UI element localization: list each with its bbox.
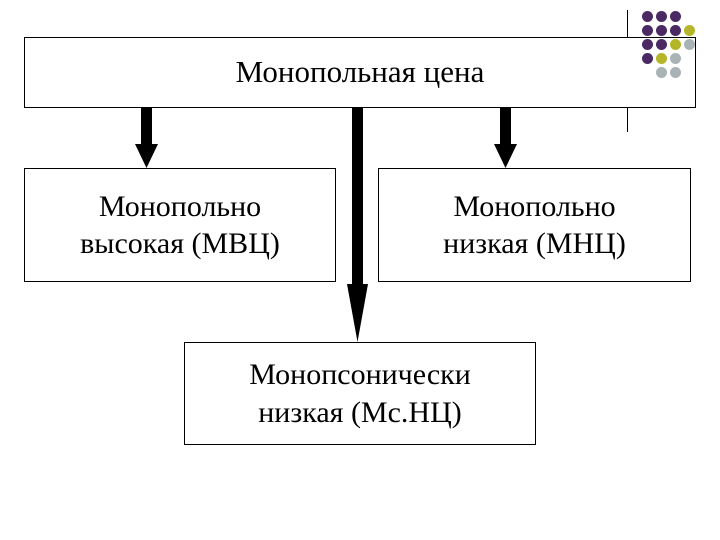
box-monopoly-high-price-label: Монопольно высокая (МВЦ): [80, 189, 280, 261]
decorative-dot: [656, 11, 667, 22]
box-monopoly-price-label: Монопольная цена: [235, 54, 485, 90]
decorative-dot: [642, 53, 653, 64]
decorative-dot: [670, 39, 681, 50]
decorative-dot: [642, 11, 653, 22]
decorative-dot: [656, 67, 667, 78]
decorative-dot: [670, 11, 681, 22]
decorative-dot: [656, 53, 667, 64]
decorative-dot: [656, 25, 667, 36]
arrow-to-right-box: [494, 108, 517, 168]
box-monopoly-high-price: Монопольно высокая (МВЦ): [24, 168, 336, 282]
box-monopoly-low-price-label: Монопольно низкая (МНЦ): [443, 189, 626, 261]
decorative-dot: [642, 25, 653, 36]
box-monopsony-low-price-label: Монопсонически низкая (Мс.НЦ): [249, 358, 471, 429]
arrow-to-bottom-box: [347, 104, 368, 342]
box-monopsony-low-price: Монопсонически низкая (Мс.НЦ): [184, 342, 536, 445]
decorative-dot: [684, 39, 695, 50]
decorative-dot: [656, 39, 667, 50]
decorative-dot: [684, 25, 695, 36]
decorative-dot: [670, 25, 681, 36]
decorative-dot: [642, 39, 653, 50]
box-monopoly-low-price: Монопольно низкая (МНЦ): [378, 168, 691, 282]
decorative-dot: [670, 53, 681, 64]
arrow-to-left-box: [135, 108, 158, 168]
box-monopoly-price: Монопольная цена: [24, 37, 696, 108]
decorative-dot: [670, 67, 681, 78]
